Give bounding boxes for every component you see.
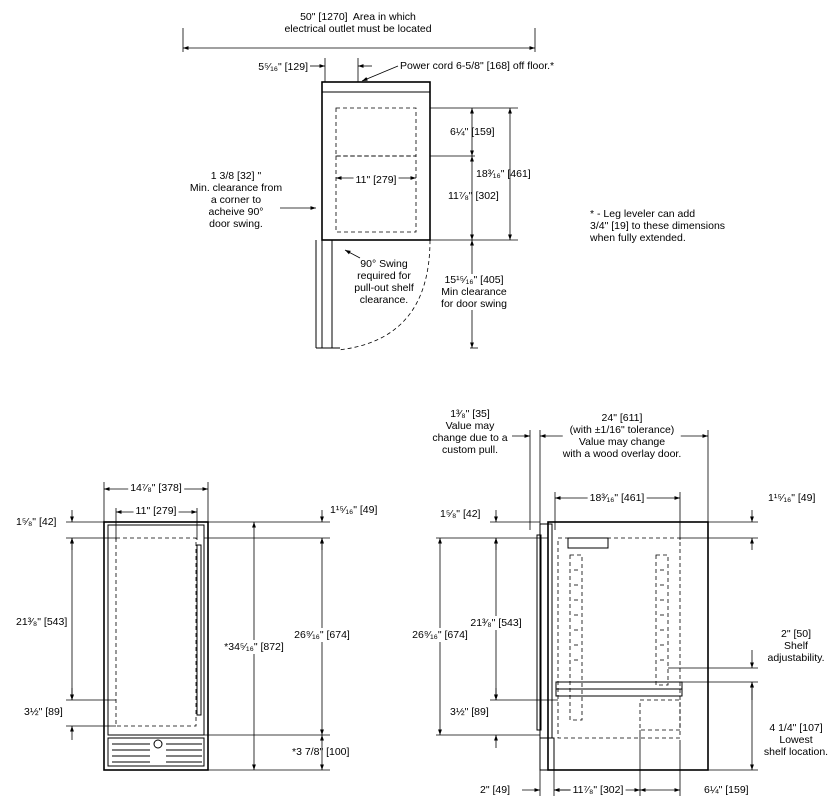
side-lowest-shelf-label: 4 1/4" [107] Lowest shelf location. bbox=[763, 722, 829, 758]
door-swing-label: 15¹⁵⁄₁₆" [405] Min clearance for door sw… bbox=[441, 274, 507, 310]
side-door-height-label: 26⁹⁄₁₆" [674] bbox=[412, 628, 468, 642]
dim-18-3-16-label: 18³⁄₁₆" [461] bbox=[476, 168, 531, 180]
front-overall-height-label: *34⁵⁄₁₆" [872] bbox=[224, 640, 284, 654]
front-bottom-gap-label: 3½" [89] bbox=[24, 706, 63, 718]
front-width-inner-label: 11" [279] bbox=[133, 505, 179, 517]
side-inner-height-label: 21³⁄₈" [543] bbox=[470, 616, 522, 630]
side-pull-label: 1³⁄₈" [35] Value may change due to a cus… bbox=[432, 408, 508, 456]
side-top-gap-right-label: 1¹⁵⁄₁₆" [49] bbox=[768, 492, 816, 504]
dim-11-label: 11" [279] bbox=[353, 174, 399, 186]
front-door-height-label: 26⁹⁄₁₆" [674] bbox=[294, 628, 350, 642]
front-view bbox=[66, 482, 330, 771]
front-toe-kick-label: *3 7/8" [100] bbox=[292, 746, 350, 758]
side-bottom-depth-b-label: 6¼" [159] bbox=[704, 784, 749, 796]
front-top-gap-right-label: 1¹⁵⁄₁₆" [49] bbox=[330, 504, 378, 516]
side-view bbox=[436, 430, 758, 796]
side-bottom-depth-a-label: 11⁷⁄₈" [302] bbox=[570, 784, 626, 796]
corner-clearance-label: 1 3/8 [32] " Min. clearance from a corne… bbox=[189, 170, 283, 230]
power-cord-label: Power cord 6-5/8" [168] off floor.* bbox=[400, 60, 555, 72]
cord-offset-label: 5⁵⁄₁₆" [129] bbox=[258, 61, 308, 73]
side-inner-depth-label: 18³⁄₁₆" [461] bbox=[587, 492, 647, 504]
front-top-gap-left-label: 1⁵⁄₈" [42] bbox=[16, 516, 57, 528]
top-view bbox=[182, 28, 536, 351]
dim-11-7-8-label: 11⁷⁄₈" [302] bbox=[448, 190, 499, 202]
front-width-outer-label: 14⁷⁄₈" [378] bbox=[128, 482, 184, 494]
outlet-area-label: 50" [1270] Area in which electrical outl… bbox=[284, 11, 432, 35]
side-top-gap-left-label: 1⁵⁄₈" [42] bbox=[440, 508, 481, 520]
side-door-thickness-label: 2" [49] bbox=[480, 784, 510, 796]
side-depth-label: 24" [611] (with ±1/16" tolerance) Value … bbox=[562, 412, 682, 460]
side-bottom-gap-label: 3½" [89] bbox=[450, 706, 489, 718]
swing-note-label: 90° Swing required for pull-out shelf cl… bbox=[354, 258, 414, 306]
dim-6-1-4-label: 6¼" [159] bbox=[450, 126, 495, 138]
front-inner-height-label: 21³⁄₈" [543] bbox=[16, 616, 68, 628]
side-shelf-adjust-label: 2" [50] Shelf adjustability. bbox=[767, 628, 825, 664]
leveler-note: * - Leg leveler can add 3/4" [19] to the… bbox=[590, 208, 726, 244]
